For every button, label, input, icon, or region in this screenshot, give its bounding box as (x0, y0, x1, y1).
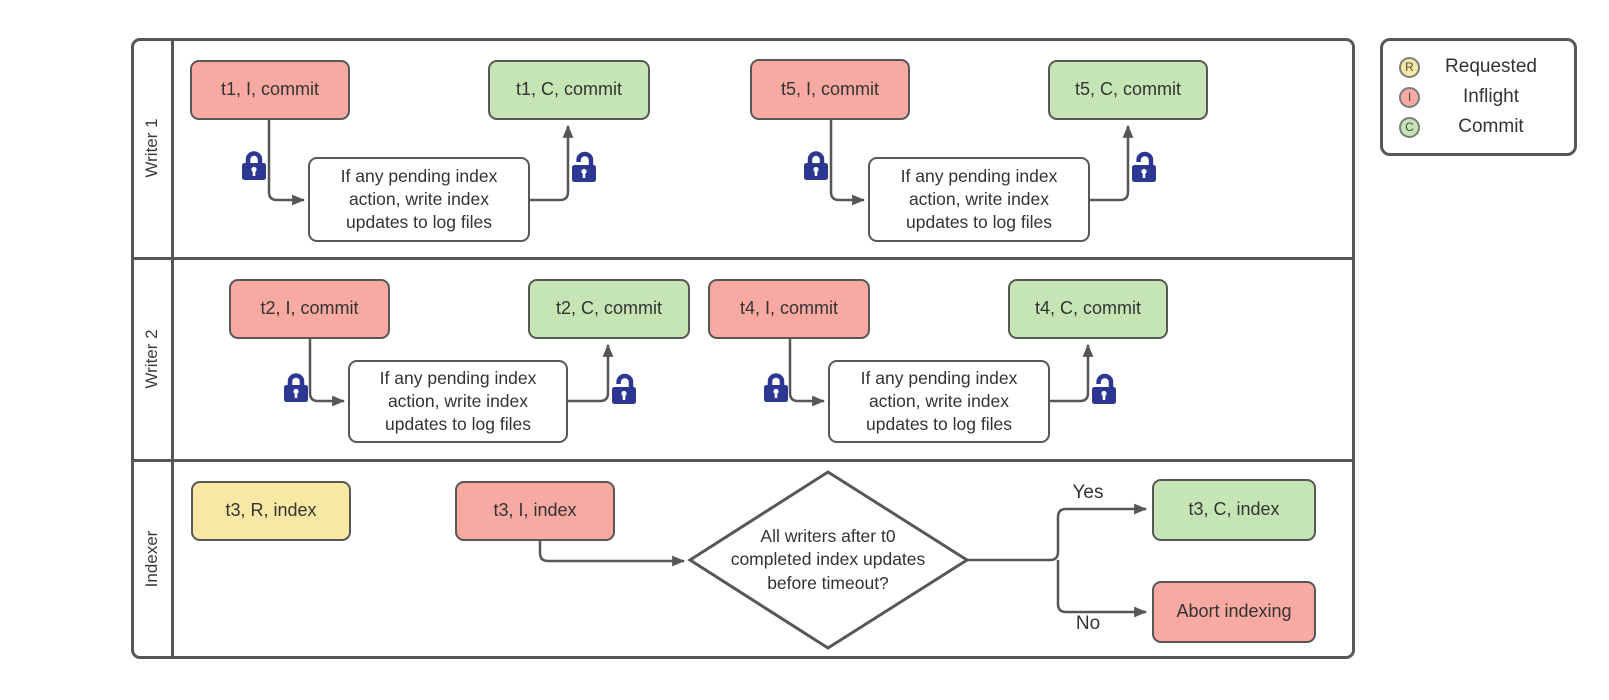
node-writer2-process-a: If any pending index action, write index… (348, 360, 568, 443)
lock-open-icon (1132, 154, 1156, 182)
edge-process-to-t2-commit (568, 343, 614, 403)
lock-closed-icon (284, 376, 308, 403)
lock-open-icon (612, 376, 636, 404)
node-t1-commit: t1, C, commit (488, 60, 650, 120)
edge-t4-inflight-to-process (788, 339, 826, 407)
legend-label-commit: Commit (1458, 116, 1524, 137)
lane-divider (132, 257, 1354, 260)
legend-label-inflight: Inflight (1463, 86, 1519, 107)
decision-label: All writers after t0 completed index upd… (730, 525, 926, 593)
node-writer2-process-b: If any pending index action, write index… (828, 360, 1050, 443)
edge-label-no: No (1075, 613, 1101, 634)
edge-decision-no (1056, 560, 1148, 618)
node-t5-commit: t5, C, commit (1048, 60, 1208, 120)
node-t2-inflight: t2, I, commit (229, 279, 390, 339)
legend-label-requested: Requested (1445, 56, 1537, 77)
node-t5-inflight: t5, I, commit (750, 59, 910, 120)
legend: R Requested I Inflight C Commit (1380, 38, 1577, 156)
lane-label-separator (171, 39, 174, 658)
edge-t2-inflight-to-process (308, 339, 346, 407)
node-abort-indexing: Abort indexing (1152, 581, 1316, 643)
edge-process-to-t4-commit (1050, 343, 1094, 403)
requested-badge-icon: R (1399, 56, 1420, 78)
node-t1-inflight: t1, I, commit (190, 60, 350, 120)
decision-diamond (687, 470, 970, 650)
edge-decision-yes (967, 503, 1148, 562)
edge-label-yes: Yes (1072, 482, 1104, 503)
edge-process-to-t1-commit (530, 124, 574, 202)
edge-t3-inflight-to-decision (538, 541, 686, 567)
lock-open-icon (572, 154, 596, 182)
node-writer1-process-b: If any pending index action, write index… (868, 157, 1090, 242)
edge-t1-inflight-to-process (267, 120, 306, 206)
node-writer1-process-a: If any pending index action, write index… (308, 157, 530, 242)
edge-t5-inflight-to-process (829, 120, 866, 206)
node-t4-commit: t4, C, commit (1008, 279, 1168, 339)
node-t2-commit: t2, C, commit (528, 279, 690, 339)
edge-process-to-t5-commit (1090, 124, 1134, 202)
legend-row-commit: C Commit (1399, 114, 1562, 140)
lock-closed-icon (764, 376, 788, 403)
lock-closed-icon (242, 154, 266, 181)
inflight-badge-icon: I (1399, 86, 1420, 108)
node-t3-inflight: t3, I, index (455, 481, 615, 541)
node-t3-commit: t3, C, index (1152, 479, 1316, 541)
lane-divider (132, 459, 1354, 462)
swimlane-frame (131, 38, 1355, 659)
node-t4-inflight: t4, I, commit (708, 279, 870, 339)
commit-badge-icon: C (1399, 116, 1420, 138)
lock-closed-icon (804, 154, 828, 181)
legend-row-requested: R Requested (1399, 54, 1562, 80)
node-t3-requested: t3, R, index (191, 481, 351, 541)
legend-row-inflight: I Inflight (1399, 84, 1562, 110)
lock-open-icon (1092, 376, 1116, 404)
